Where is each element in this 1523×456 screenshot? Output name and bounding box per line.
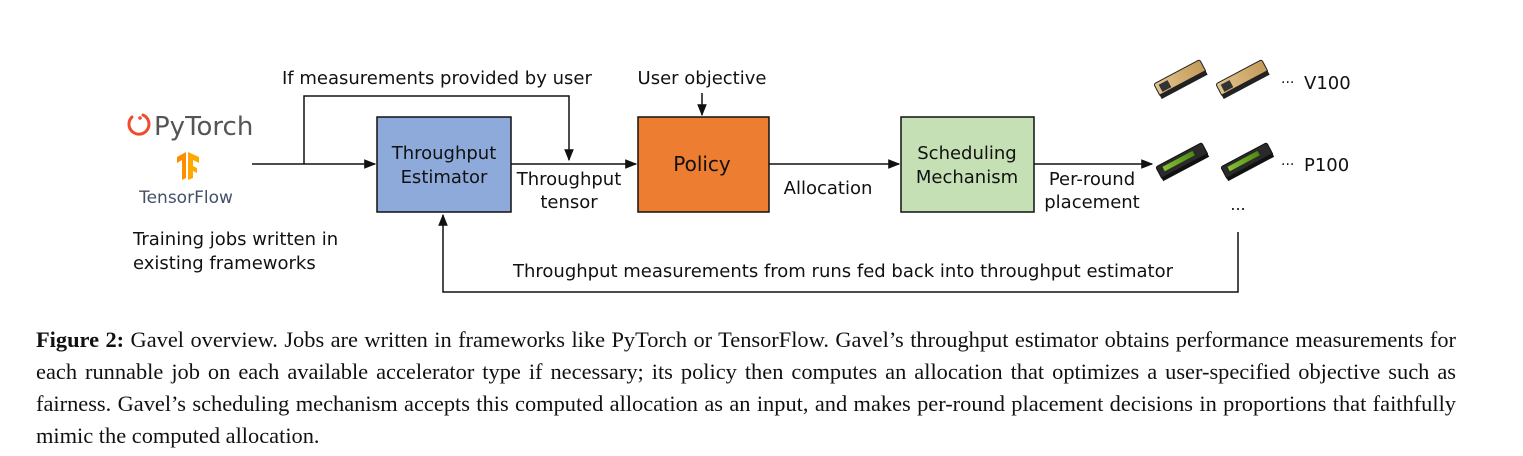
v100-ellipsis: ··· <box>1281 75 1294 91</box>
figure-caption-label: Figure 2: <box>36 327 125 352</box>
throughput-estimator-box <box>376 116 512 213</box>
per-round-label-line1: Per-round <box>1049 169 1135 190</box>
if-measurements-label: If measurements provided by user <box>282 68 592 89</box>
frameworks-note-line2: existing frameworks <box>133 253 316 274</box>
figure-caption: Figure 2: Gavel overview. Jobs are writt… <box>36 324 1456 452</box>
mechanism-label-line2: Mechanism <box>916 167 1018 188</box>
v100-gpu-icon <box>1153 59 1208 100</box>
allocation-label: Allocation <box>784 178 873 199</box>
feedback-label: Throughput measurements from runs fed ba… <box>512 261 1174 282</box>
v100-label: V100 <box>1304 73 1351 94</box>
throughput-tensor-label-line1: Throughput <box>516 169 622 190</box>
feedback-arrow <box>438 213 1239 293</box>
policy-box <box>637 116 770 213</box>
pytorch-flame-icon <box>127 113 151 136</box>
tensorflow-logo: TensorFlow <box>138 152 233 208</box>
scheduling-mechanism-box <box>900 116 1035 213</box>
p100-gpu-icon <box>1155 142 1210 182</box>
mechanism-label-line1: Scheduling <box>917 143 1016 164</box>
tensorflow-label: TensorFlow <box>138 188 233 208</box>
user-measurements-bypass-arrow <box>303 95 574 164</box>
pytorch-label: PyTorch <box>154 112 253 142</box>
policy-label: Policy <box>673 152 731 176</box>
user-objective-label: User objective <box>638 68 767 89</box>
more-gpus-ellipsis: ... <box>1230 195 1245 214</box>
gavel-overview-diagram: PyTorch TensorFlow Training jobs written… <box>127 59 1351 293</box>
per-round-label-line2: placement <box>1044 192 1140 213</box>
estimator-label-line1: Throughput <box>391 143 497 164</box>
v100-gpu-icon <box>1215 59 1270 100</box>
frameworks-note-line1: Training jobs written in <box>132 229 338 250</box>
pytorch-logo: PyTorch <box>127 112 253 142</box>
estimator-label-line2: Estimator <box>401 167 488 188</box>
throughput-tensor-label-line2: tensor <box>540 192 598 213</box>
tensorflow-icon <box>177 152 199 180</box>
p100-gpu-icon <box>1220 142 1275 182</box>
p100-label: P100 <box>1304 155 1349 176</box>
figure-caption-text: Gavel overview. Jobs are written in fram… <box>36 327 1456 448</box>
p100-ellipsis: ··· <box>1281 157 1294 173</box>
